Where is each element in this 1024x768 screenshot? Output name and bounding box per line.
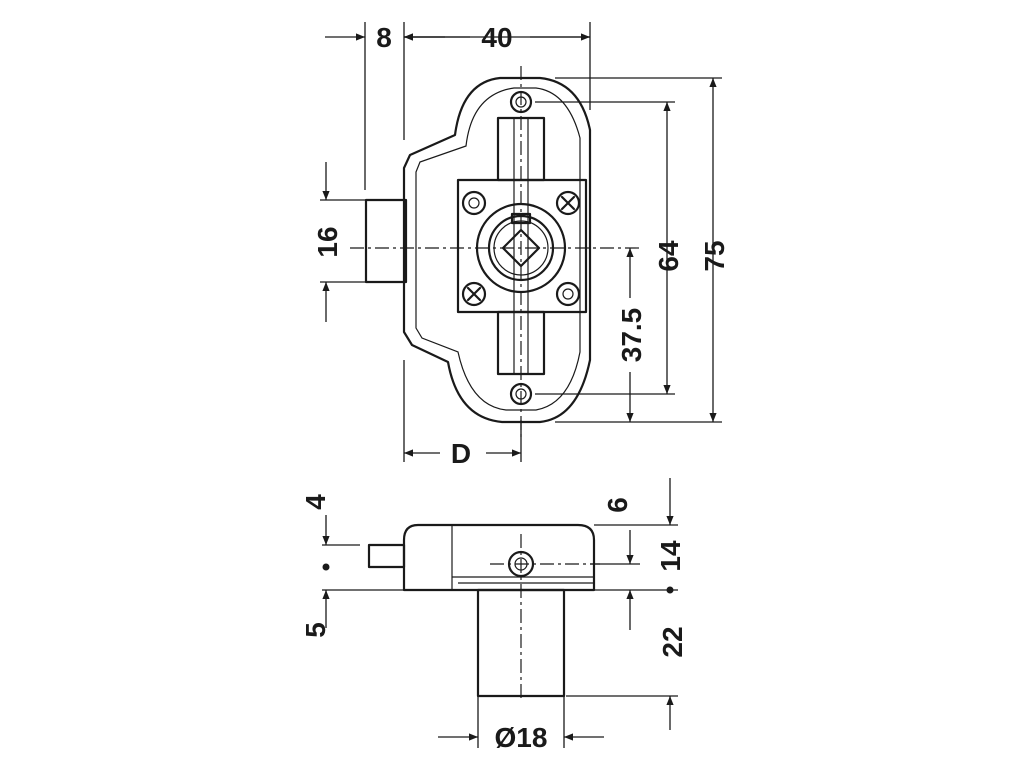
screw-bottom-left-icon: [461, 281, 487, 307]
dim-label-75: 75: [699, 240, 730, 271]
side-bolt: [367, 543, 406, 569]
dim-label-8: 8: [376, 22, 392, 53]
dim-label-22: 22: [657, 626, 688, 657]
dim-dot-4: [322, 563, 330, 571]
dim-label-6: 6: [602, 497, 633, 513]
housing-inner-outline: [415, 87, 581, 411]
dim-label-4: 4: [300, 494, 331, 510]
lock-housing-outline: [402, 76, 592, 424]
side-view: 4 5 6 14 22 Ø18: [300, 478, 688, 753]
bolt: [364, 198, 408, 284]
dim-label-40: 40: [481, 22, 512, 53]
rivet-top-left: [461, 190, 487, 216]
dim-label-64: 64: [653, 240, 684, 272]
dim-label-37-5-text: 37.5: [616, 308, 647, 363]
dim-label-5: 5: [300, 622, 331, 638]
front-view: 8 40 16 64 75 37.5 D: [312, 22, 730, 469]
screw-top-right-icon: [555, 190, 581, 216]
rivet-bottom-right: [555, 281, 581, 307]
dim-label-d: D: [451, 438, 471, 469]
dim-dot-14: [666, 586, 674, 594]
side-body: [402, 523, 596, 592]
dim-label-16: 16: [312, 226, 343, 257]
label-mask: [615, 298, 645, 372]
dim-label-14: 14: [655, 540, 686, 572]
dim-label-d18: Ø18: [495, 722, 548, 753]
